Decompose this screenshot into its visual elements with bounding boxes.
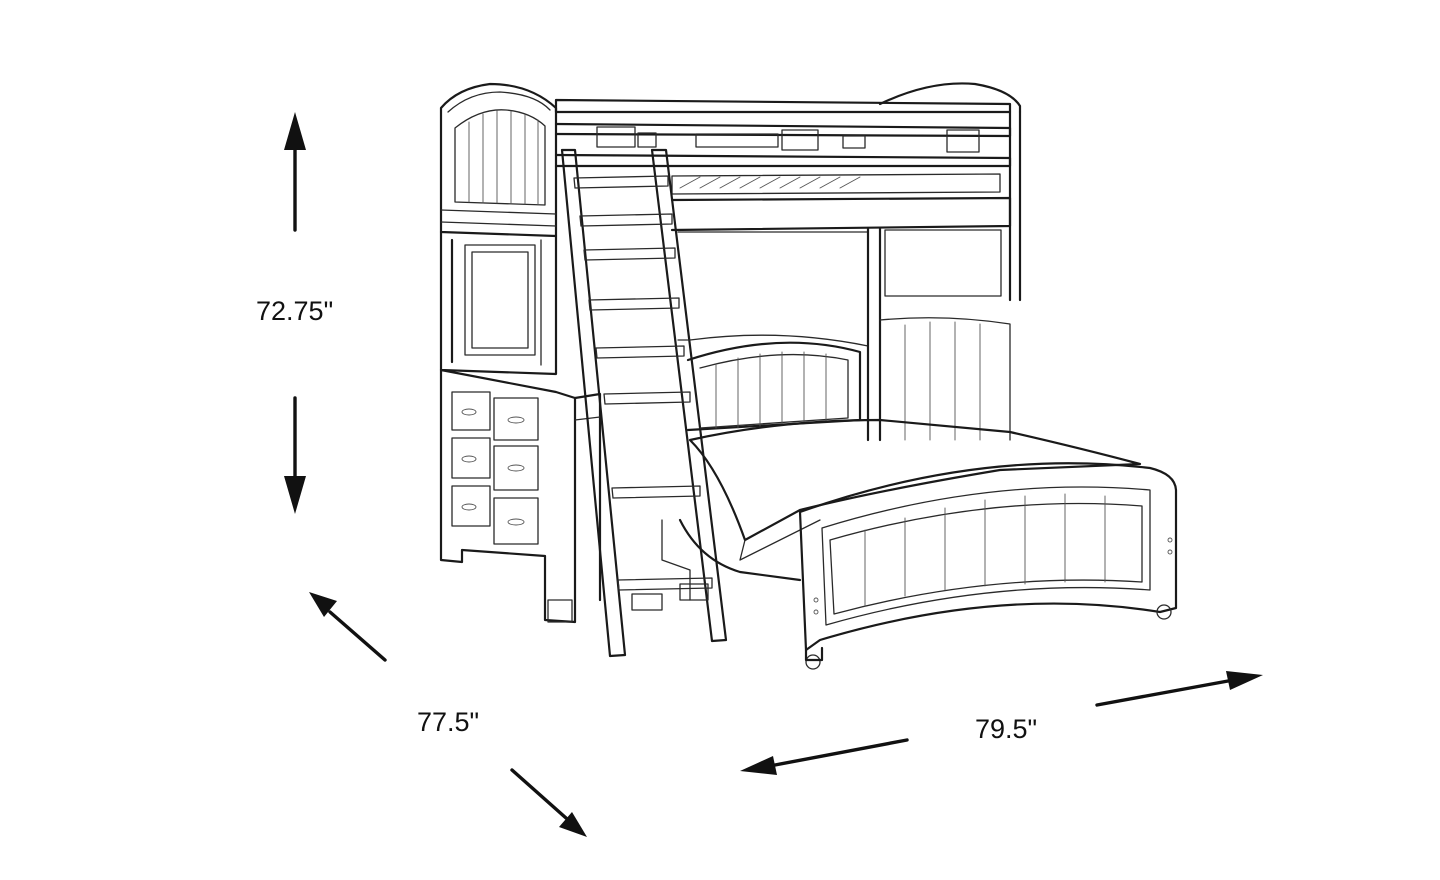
bed-side-rail bbox=[631, 518, 802, 611]
bunk-bed-illustration bbox=[439, 82, 1178, 670]
mattress bbox=[688, 418, 1142, 561]
upper-left-headboard bbox=[439, 82, 558, 238]
bed-headboard bbox=[686, 341, 862, 432]
ladder bbox=[560, 148, 728, 658]
dresser bbox=[439, 368, 602, 624]
width-dimension-arrow bbox=[740, 671, 1263, 775]
depth-dimension-arrow bbox=[309, 592, 587, 837]
width-dimension-label: 79.5" bbox=[975, 714, 1038, 744]
hutch-cabinet bbox=[439, 230, 558, 376]
lower-back-panel bbox=[677, 226, 1011, 442]
height-dimension-arrow bbox=[284, 112, 306, 514]
depth-dimension-label: 77.5" bbox=[417, 707, 480, 737]
bed-footboard bbox=[798, 462, 1178, 670]
top-guard-rail bbox=[554, 98, 1012, 232]
height-dimension-label: 72.75" bbox=[256, 296, 334, 326]
